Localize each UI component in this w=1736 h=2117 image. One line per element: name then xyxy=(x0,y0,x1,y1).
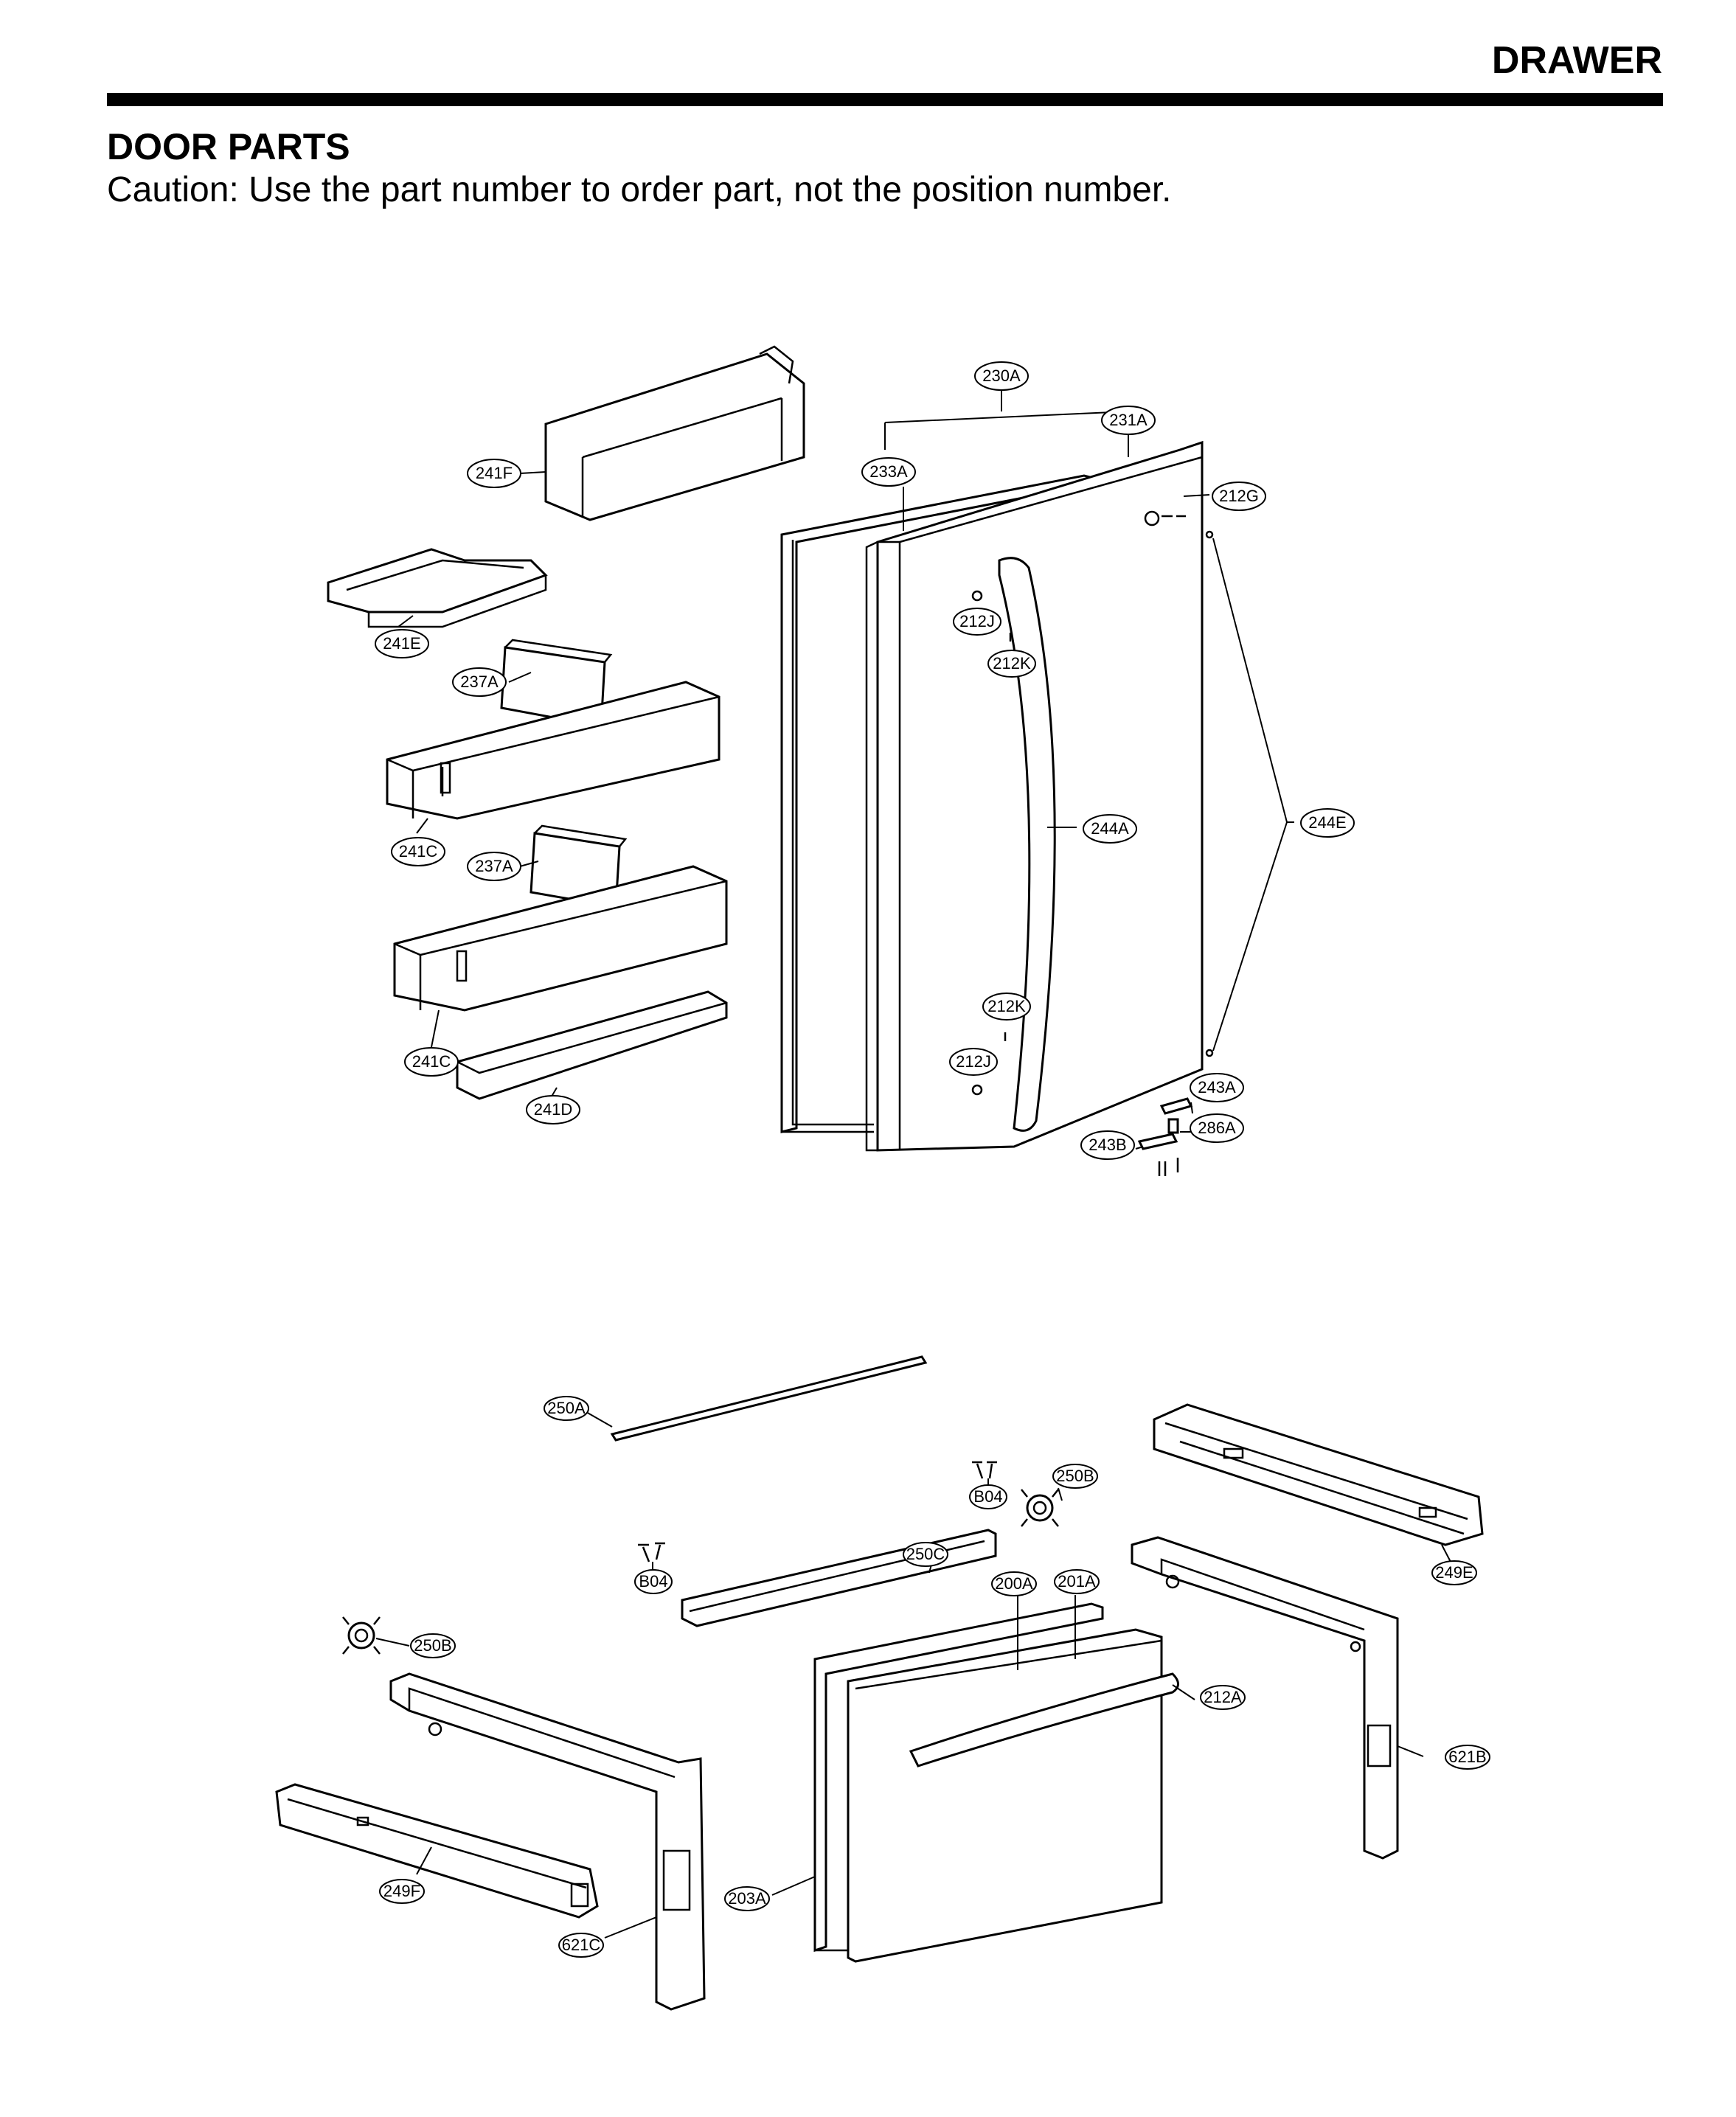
svg-text:212A: 212A xyxy=(1204,1688,1242,1706)
gear-250B-1 xyxy=(1021,1489,1059,1527)
label-200A: 200A xyxy=(991,1571,1037,1596)
label-B04-1: B04 xyxy=(969,1484,1007,1509)
svg-text:200A: 200A xyxy=(995,1574,1033,1593)
header-rule xyxy=(107,93,1663,106)
bar-250C xyxy=(681,1529,997,1627)
label-286A: 286A xyxy=(1190,1113,1244,1143)
svg-text:201A: 201A xyxy=(1058,1572,1096,1591)
bin-241C-2 xyxy=(393,865,728,1012)
label-244A: 244A xyxy=(1083,814,1137,844)
screws-212J-212K xyxy=(971,590,1012,1096)
svg-text:237A: 237A xyxy=(475,857,513,875)
svg-text:241D: 241D xyxy=(534,1100,573,1119)
label-241C-2: 241C xyxy=(404,1047,459,1077)
svg-text:212J: 212J xyxy=(956,1052,991,1071)
label-249F: 249F xyxy=(379,1879,425,1904)
svg-text:B04: B04 xyxy=(639,1572,667,1591)
label-212A: 212A xyxy=(1200,1685,1246,1710)
hinge-243A-286A-243B xyxy=(1137,1097,1193,1176)
label-233A: 233A xyxy=(861,457,916,487)
label-243B: 243B xyxy=(1080,1130,1135,1160)
label-244E: 244E xyxy=(1300,808,1355,838)
rod-244E xyxy=(1205,530,1288,1057)
rod-250A xyxy=(610,1355,928,1442)
gasket-233A xyxy=(780,474,1100,1133)
svg-text:249E: 249E xyxy=(1435,1563,1473,1582)
label-212G: 212G xyxy=(1212,482,1266,511)
label-241D: 241D xyxy=(526,1095,580,1124)
basket-241F xyxy=(544,345,805,521)
svg-text:237A: 237A xyxy=(460,672,499,691)
svg-text:249F: 249F xyxy=(383,1882,420,1900)
svg-text:241C: 241C xyxy=(399,842,438,861)
label-B04-2: B04 xyxy=(634,1569,673,1594)
svg-text:621B: 621B xyxy=(1448,1748,1486,1766)
svg-text:233A: 233A xyxy=(869,462,908,481)
svg-text:250B: 250B xyxy=(414,1636,451,1655)
frame-621B xyxy=(1131,1536,1399,1860)
label-201A: 201A xyxy=(1054,1569,1100,1594)
gasket-203A-201A xyxy=(813,1602,1104,1953)
leader-lines xyxy=(375,389,1452,1939)
strip-241D xyxy=(456,990,728,1100)
logo-212G xyxy=(1144,510,1186,526)
shelf-241E xyxy=(327,548,548,628)
label-212J-1: 212J xyxy=(953,608,1001,636)
svg-text:286A: 286A xyxy=(1198,1119,1236,1137)
svg-text:250B: 250B xyxy=(1056,1467,1094,1485)
label-243A: 243A xyxy=(1190,1073,1244,1102)
svg-text:212K: 212K xyxy=(993,654,1031,672)
page-title: DOOR PARTS xyxy=(107,126,350,167)
rail-249E xyxy=(1153,1403,1484,1546)
screws-B04-1 xyxy=(972,1461,997,1479)
caution-note: Caution: Use the part number to order pa… xyxy=(107,170,1172,209)
svg-text:244A: 244A xyxy=(1091,819,1129,838)
svg-text:241C: 241C xyxy=(412,1052,451,1071)
label-250C: 250C xyxy=(903,1542,948,1567)
svg-text:212K: 212K xyxy=(987,997,1026,1015)
svg-text:230A: 230A xyxy=(982,366,1021,385)
label-250B-2: 250B xyxy=(410,1633,456,1658)
label-237A-2: 237A xyxy=(467,852,521,881)
label-241F: 241F xyxy=(467,459,521,488)
screws-B04-2 xyxy=(638,1542,665,1562)
svg-text:243A: 243A xyxy=(1198,1078,1236,1096)
svg-text:244E: 244E xyxy=(1308,813,1346,832)
label-230A: 230A xyxy=(974,361,1029,391)
label-237A-1: 237A xyxy=(452,667,507,697)
svg-text:B04: B04 xyxy=(973,1487,1002,1506)
svg-text:212G: 212G xyxy=(1219,487,1259,505)
section-title: DRAWER xyxy=(1491,39,1662,82)
drawer-front-200A xyxy=(847,1628,1163,1963)
rail-249F xyxy=(275,1783,599,1919)
svg-text:243B: 243B xyxy=(1089,1136,1126,1154)
svg-text:250A: 250A xyxy=(547,1399,586,1417)
label-212J-2: 212J xyxy=(949,1048,998,1076)
svg-text:621C: 621C xyxy=(562,1936,601,1954)
svg-text:231A: 231A xyxy=(1109,411,1148,429)
label-241C-1: 241C xyxy=(391,837,445,866)
label-212K-2: 212K xyxy=(982,993,1031,1021)
label-212K-1: 212K xyxy=(987,650,1036,678)
svg-text:241F: 241F xyxy=(476,464,513,482)
bin-241C-1 xyxy=(386,681,721,820)
label-203A: 203A xyxy=(724,1886,770,1911)
handle-244A xyxy=(998,557,1056,1132)
svg-text:203A: 203A xyxy=(728,1889,766,1908)
drawer-handle-212A xyxy=(909,1672,1179,1767)
svg-text:241E: 241E xyxy=(383,634,420,653)
label-241E: 241E xyxy=(375,629,429,658)
svg-text:212J: 212J xyxy=(959,612,995,630)
gear-250B-2 xyxy=(342,1616,381,1655)
label-231A: 231A xyxy=(1101,406,1156,435)
label-249E: 249E xyxy=(1431,1560,1477,1585)
label-621B: 621B xyxy=(1445,1745,1490,1770)
label-250B-1: 250B xyxy=(1052,1464,1098,1489)
frame-621C xyxy=(389,1672,706,2011)
svg-text:250C: 250C xyxy=(906,1545,945,1563)
label-250A: 250A xyxy=(544,1396,589,1421)
label-621C: 621C xyxy=(558,1933,604,1958)
